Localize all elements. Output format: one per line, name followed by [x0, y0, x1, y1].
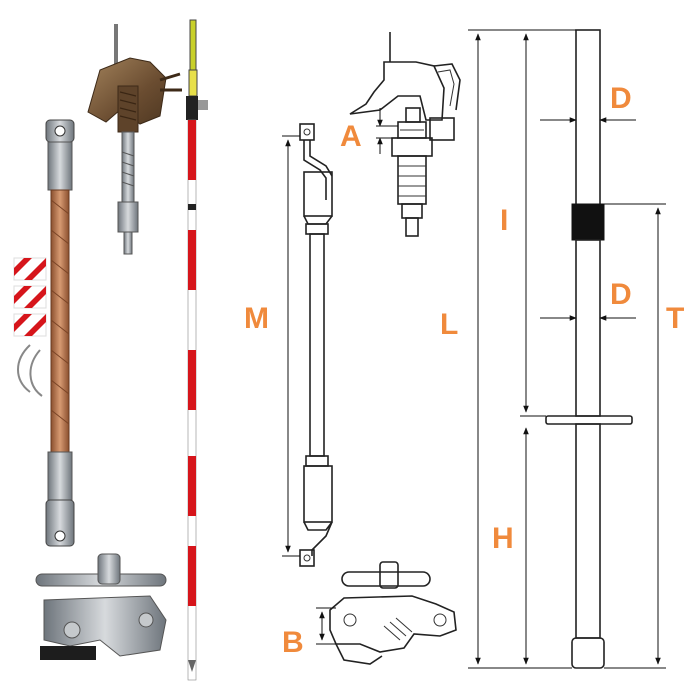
rail-clamp-line-drawing [329, 561, 457, 665]
pole-line-drawing [545, 29, 633, 669]
clamp-line-drawing [349, 32, 461, 237]
label-D-mid: D [610, 278, 632, 311]
label-I: I [500, 204, 508, 237]
label-H: H [492, 522, 514, 555]
label-M: M [244, 302, 269, 335]
dimension-L [468, 29, 576, 669]
cable-line-drawing [299, 123, 333, 567]
label-T: T [666, 302, 684, 335]
rail-clamp-photo [35, 553, 167, 660]
label-D-top: D [610, 82, 632, 115]
dimension-I [520, 33, 546, 417]
warning-flags [13, 257, 47, 337]
dimension-A [376, 108, 398, 154]
copper-cable-photo [17, 119, 75, 547]
label-A: A [340, 120, 362, 153]
label-L: L [440, 308, 458, 341]
dimension-T [604, 203, 666, 669]
red-white-pole-photo [186, 19, 208, 681]
dimension-M [282, 135, 300, 557]
label-B: B [282, 626, 304, 659]
bronze-clamp-photo [87, 24, 182, 255]
dimension-B [316, 607, 336, 645]
